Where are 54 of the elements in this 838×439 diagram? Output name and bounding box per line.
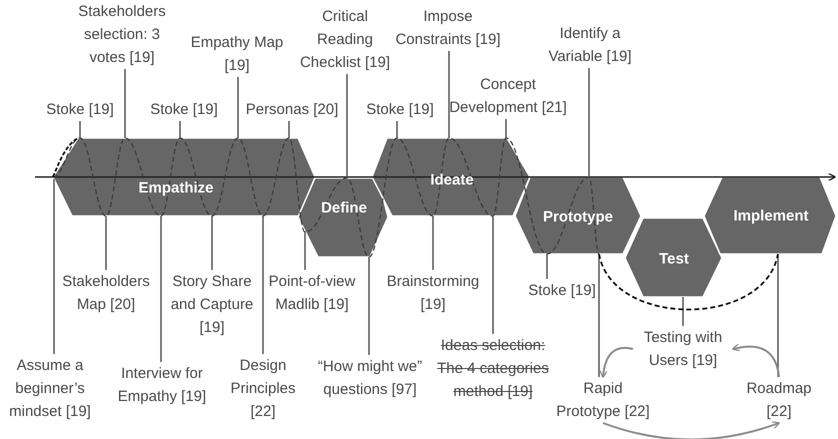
dashed-curve (598, 254, 779, 310)
callout-label: Point-of-view Madlib [19] (266, 270, 358, 316)
callout-label: Stoke [19] (35, 98, 125, 121)
callout-label: Roadmap [22] (737, 377, 821, 423)
leader-line (105, 216, 107, 270)
leader-line (160, 216, 162, 362)
leader-line (79, 121, 81, 138)
leader-line (368, 257, 370, 355)
leader-line (262, 216, 264, 354)
phase-label: Prototype (543, 208, 613, 226)
callout-label: Stakeholders selection: 3 votes [19] (66, 0, 178, 69)
callout-label: Ideas selection: The 4 categories method [19] (434, 334, 552, 403)
phase-label: Test (659, 250, 689, 268)
leader-line (53, 179, 55, 354)
callout-label: Empathy Map [19] (182, 31, 292, 77)
leader-line (448, 51, 450, 138)
callout-label: Impose Constraints [19] (392, 5, 504, 51)
leader-line (179, 121, 181, 138)
leader-line (777, 254, 779, 377)
callout-label: Stakeholders Map [20] (56, 270, 156, 316)
callout-label: “How might we” questions [97] (308, 355, 432, 401)
callout-label: Stoke [19] (139, 98, 229, 121)
leader-line (598, 254, 600, 377)
leader-line (505, 119, 507, 138)
callout-label: Testing with Users [19] (633, 326, 733, 372)
leader-line (288, 121, 290, 138)
leader-line (682, 297, 684, 326)
callout-label: Assume a beginner’s mindset [19] (1, 354, 99, 423)
leader-line (396, 121, 398, 138)
leader-line (304, 231, 306, 270)
callout-label: Rapid Prototype [22] (555, 377, 651, 423)
callout-label: Design Principles [22] (219, 354, 307, 423)
phase-label: Define (321, 200, 367, 216)
curved-arrow (732, 344, 780, 378)
callout-label: Critical Reading Checklist [19] (295, 5, 395, 74)
callout-label: Interview for Empathy [19] (110, 362, 214, 408)
curved-arrow (602, 421, 780, 439)
leader-line (237, 77, 239, 138)
curved-arrow (600, 346, 634, 378)
callout-label: Story Share and Capture [19] (162, 270, 262, 339)
phase-label: Ideate (430, 172, 474, 188)
phase-label: Implement (734, 208, 808, 224)
leader-line (346, 74, 348, 178)
callout-label: Personas [20] (242, 98, 342, 121)
callout-label: Brainstorming [19] (377, 270, 489, 316)
leader-line (492, 216, 494, 334)
leader-line (588, 68, 590, 177)
leader-line (124, 69, 126, 138)
leader-line (432, 216, 434, 270)
callout-label: Identify a Variable [19] (534, 22, 646, 68)
callout-label: Stoke [19] (522, 279, 602, 302)
leader-line (546, 254, 548, 279)
leader-line (211, 216, 213, 270)
phase-label: Empathize (138, 180, 214, 196)
